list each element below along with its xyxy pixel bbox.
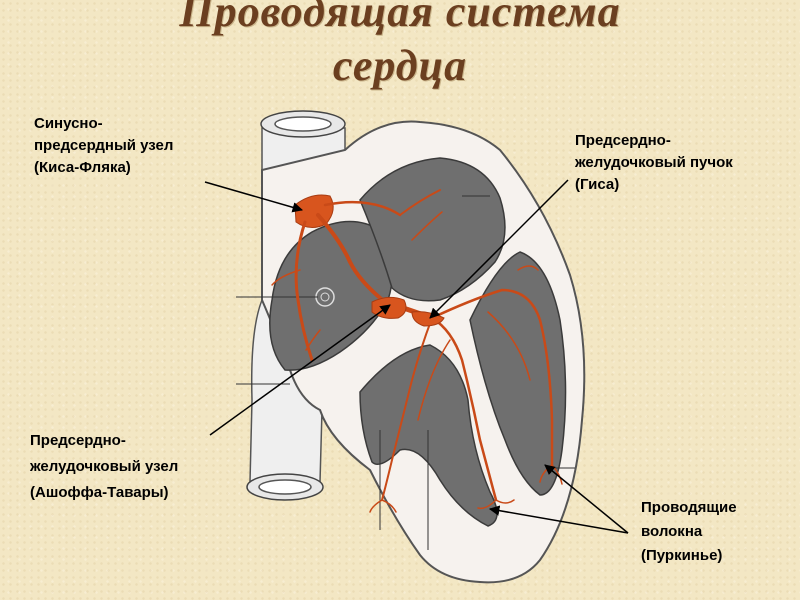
label-sinoatrial-line1: Синусно- <box>34 115 103 132</box>
label-purkinje-line3: (Пуркинье) <box>641 547 723 564</box>
label-sinoatrial-line3: (Киса-Фляка) <box>34 159 131 176</box>
label-sinoatrial-node: Синусно- предсердный узел (Киса-Фляка) <box>34 113 173 179</box>
arrow-purkinje-1 <box>488 505 629 534</box>
arrow-purkinje-2 <box>544 464 629 534</box>
label-bundle-line1: Предсердно- <box>575 132 671 149</box>
arrow-bundle <box>429 179 569 319</box>
label-sinoatrial-line2: предсердный узел <box>34 137 174 154</box>
page-title: Проводящая система <box>179 0 621 36</box>
label-av-line2: желудочковый узел <box>30 458 179 475</box>
atrioventricular-node <box>371 296 407 319</box>
label-av-line1: Предсердно- <box>30 432 126 449</box>
inferior-vena-cava <box>246 473 324 501</box>
left-ventricle-cavity <box>469 251 567 496</box>
label-av-node: Предсердно- желудочковый узел (Ашоффа-Та… <box>30 428 178 506</box>
label-purkinje-fibers: Проводящие волокна (Пуркинье) <box>641 496 737 568</box>
arrow-sinoatrial <box>204 181 304 213</box>
arrow-av-node <box>209 304 391 436</box>
left-atrium-cavity <box>359 157 506 302</box>
label-purkinje-line1: Проводящие <box>641 499 737 516</box>
label-arrows <box>204 179 629 534</box>
label-bundle-line2: желудочковый пучок <box>575 154 733 171</box>
label-av-line3: (Ашоффа-Тавары) <box>30 484 169 501</box>
label-bundle-of-his: Предсердно- желудочковый пучок (Гиса) <box>575 130 733 196</box>
label-purkinje-line2: волокна <box>641 523 703 540</box>
label-bundle-line3: (Гиса) <box>575 176 620 193</box>
page-title-line2: сердца <box>332 41 468 90</box>
